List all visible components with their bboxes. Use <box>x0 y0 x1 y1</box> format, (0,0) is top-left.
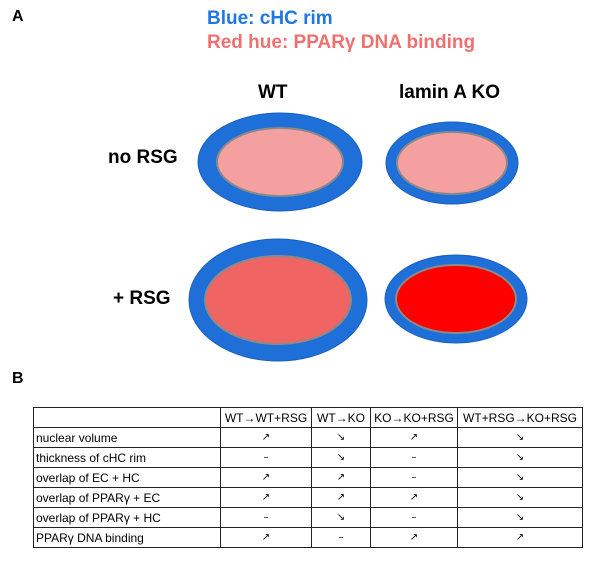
table-cell: ↗ <box>220 427 312 448</box>
table-cell: ↗ <box>220 527 312 548</box>
row-label: thickness of cHC rim <box>33 447 221 468</box>
table-cell: – <box>370 467 458 488</box>
table-header-ko-to-ko-rsg: KO→KO+RSG <box>370 407 458 428</box>
table-cell: ↗ <box>370 527 458 548</box>
row-label: overlap of PPARγ + HC <box>33 507 221 528</box>
row-label: overlap of EC + HC <box>33 467 221 488</box>
column-header-lamin-a-ko: lamin A KO <box>399 82 500 103</box>
table-cell: – <box>370 447 458 468</box>
row-label: PPARγ DNA binding <box>33 527 221 548</box>
row-header-no-rsg: no RSG <box>108 147 178 168</box>
table-header-wt-to-ko: WT→KO <box>311 407 371 428</box>
table-cell: ↘ <box>457 467 583 488</box>
table-row: overlap of PPARγ + EC ↗ ↗ ↗ ↘ <box>33 487 583 508</box>
table-row: overlap of EC + HC ↗ ↗ – ↘ <box>33 467 583 488</box>
table-cell: ↗ <box>370 487 458 508</box>
table-row: nuclear volume ↗ ↘ ↗ ↘ <box>33 427 583 448</box>
table-header-wt-rsg-to-ko-rsg: WT+RSG→KO+RSG <box>457 407 583 428</box>
table-cell: – <box>370 507 458 528</box>
table-cell: ↗ <box>457 527 583 548</box>
table-row: PPARγ DNA binding ↗ – ↗ ↗ <box>33 527 583 548</box>
table-cell: ↘ <box>311 447 371 468</box>
table-row: overlap of PPARγ + HC – ↘ – ↘ <box>33 507 583 528</box>
table-cell: – <box>220 507 312 528</box>
row-label: nuclear volume <box>33 427 221 448</box>
table-header-row: WT→WT+RSG WT→KO KO→KO+RSG WT+RSG→KO+RSG <box>33 407 583 428</box>
legend-red-text: Red hue: PPARγ DNA binding <box>207 32 476 53</box>
legend-blue-text: Blue: cHC rim <box>207 8 333 29</box>
row-header-plus-rsg: + RSG <box>113 288 171 309</box>
panel-b-label: B <box>12 370 24 387</box>
nucleus-ko-no-rsg <box>385 121 519 205</box>
table-cell: ↘ <box>457 427 583 448</box>
nucleus-ko-rsg <box>384 254 528 344</box>
table-cell: ↘ <box>457 507 583 528</box>
panel-a-label: A <box>12 8 24 25</box>
nucleus-wt-no-rsg <box>197 112 363 212</box>
table-cell: ↗ <box>311 467 371 488</box>
table-cell: – <box>220 447 312 468</box>
table-cell: ↘ <box>311 507 371 528</box>
nuclei-diagram <box>188 112 528 362</box>
table-cell: ↗ <box>220 487 312 508</box>
row-label: overlap of PPARγ + EC <box>33 487 221 508</box>
table-cell: – <box>311 527 371 548</box>
nucleus-wt-rsg <box>188 238 368 362</box>
table-cell: ↗ <box>311 487 371 508</box>
summary-table: WT→WT+RSG WT→KO KO→KO+RSG WT+RSG→KO+RSG … <box>33 407 583 548</box>
table-cell: ↘ <box>457 447 583 468</box>
table-cell: ↘ <box>457 487 583 508</box>
column-header-wt: WT <box>258 82 288 103</box>
table-header-blank <box>33 407 221 428</box>
table-row: thickness of cHC rim – ↘ – ↘ <box>33 447 583 468</box>
table-cell: ↗ <box>370 427 458 448</box>
table-cell: ↘ <box>311 427 371 448</box>
table-cell: ↗ <box>220 467 312 488</box>
table-header-wt-to-wt-rsg: WT→WT+RSG <box>220 407 312 428</box>
